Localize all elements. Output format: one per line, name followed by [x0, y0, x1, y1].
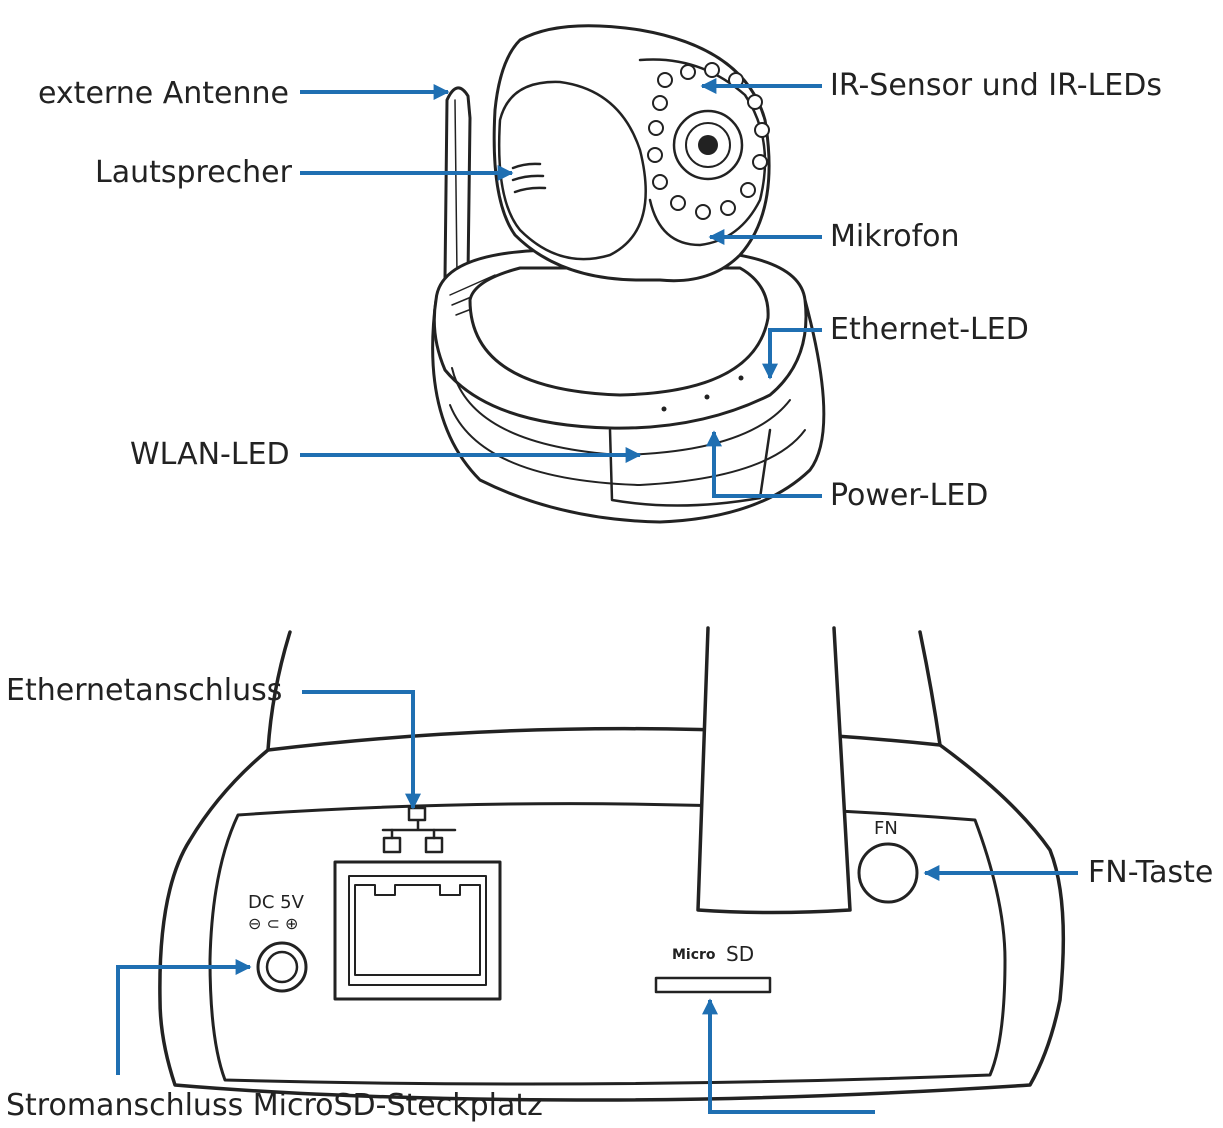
arrow-dc-jack [116, 959, 252, 1075]
sd-marking: SD [726, 942, 755, 966]
fn-button-shape [857, 842, 919, 904]
polarity-marking: ⊖ ⊂ ⊕ [248, 914, 299, 933]
label-ethernet-port: Ethernetanschluss [6, 673, 283, 708]
rear-housing-outer [158, 726, 1066, 1102]
rear-upper-body [266, 630, 942, 752]
arrow-power-led [706, 430, 822, 498]
camera-front-view [431, 24, 826, 524]
label-fn-button: FN-Taste [1088, 855, 1214, 890]
speaker-slots [511, 162, 547, 194]
label-microphone: Mikrofon [830, 219, 960, 254]
arrow-ethernet-port [302, 690, 421, 810]
arrow-microsd [702, 998, 875, 1114]
camera-rear-view [158, 626, 1066, 1102]
camera-head [492, 24, 771, 283]
callout-arrows [116, 78, 1078, 1114]
arrow-ethernet-led [762, 328, 822, 380]
ir-leds [647, 62, 770, 220]
label-wlan-led: WLAN-LED [130, 437, 290, 472]
camera-neck [468, 266, 770, 397]
dc-jack-shape [256, 941, 308, 993]
label-external-antenna: externe Antenne [38, 76, 289, 111]
micro-marking: Micro [672, 947, 716, 963]
rear-antenna-column [696, 626, 852, 915]
label-power-and-sd: Stromanschluss MicroSD-Steckplatz [6, 1088, 543, 1123]
label-ir-sensor: IR-Sensor und IR-LEDs [830, 68, 1162, 103]
fn-marking: FN [874, 818, 898, 839]
ethernet-port-shape [333, 806, 502, 1001]
microsd-slot-shape [654, 976, 772, 994]
label-speaker: Lautsprecher [95, 155, 292, 190]
dc-marking: DC 5V [248, 892, 304, 913]
label-power-led: Power-LED [830, 478, 989, 513]
antenna-shape [443, 86, 472, 280]
label-ethernet-led: Ethernet-LED [830, 312, 1029, 347]
